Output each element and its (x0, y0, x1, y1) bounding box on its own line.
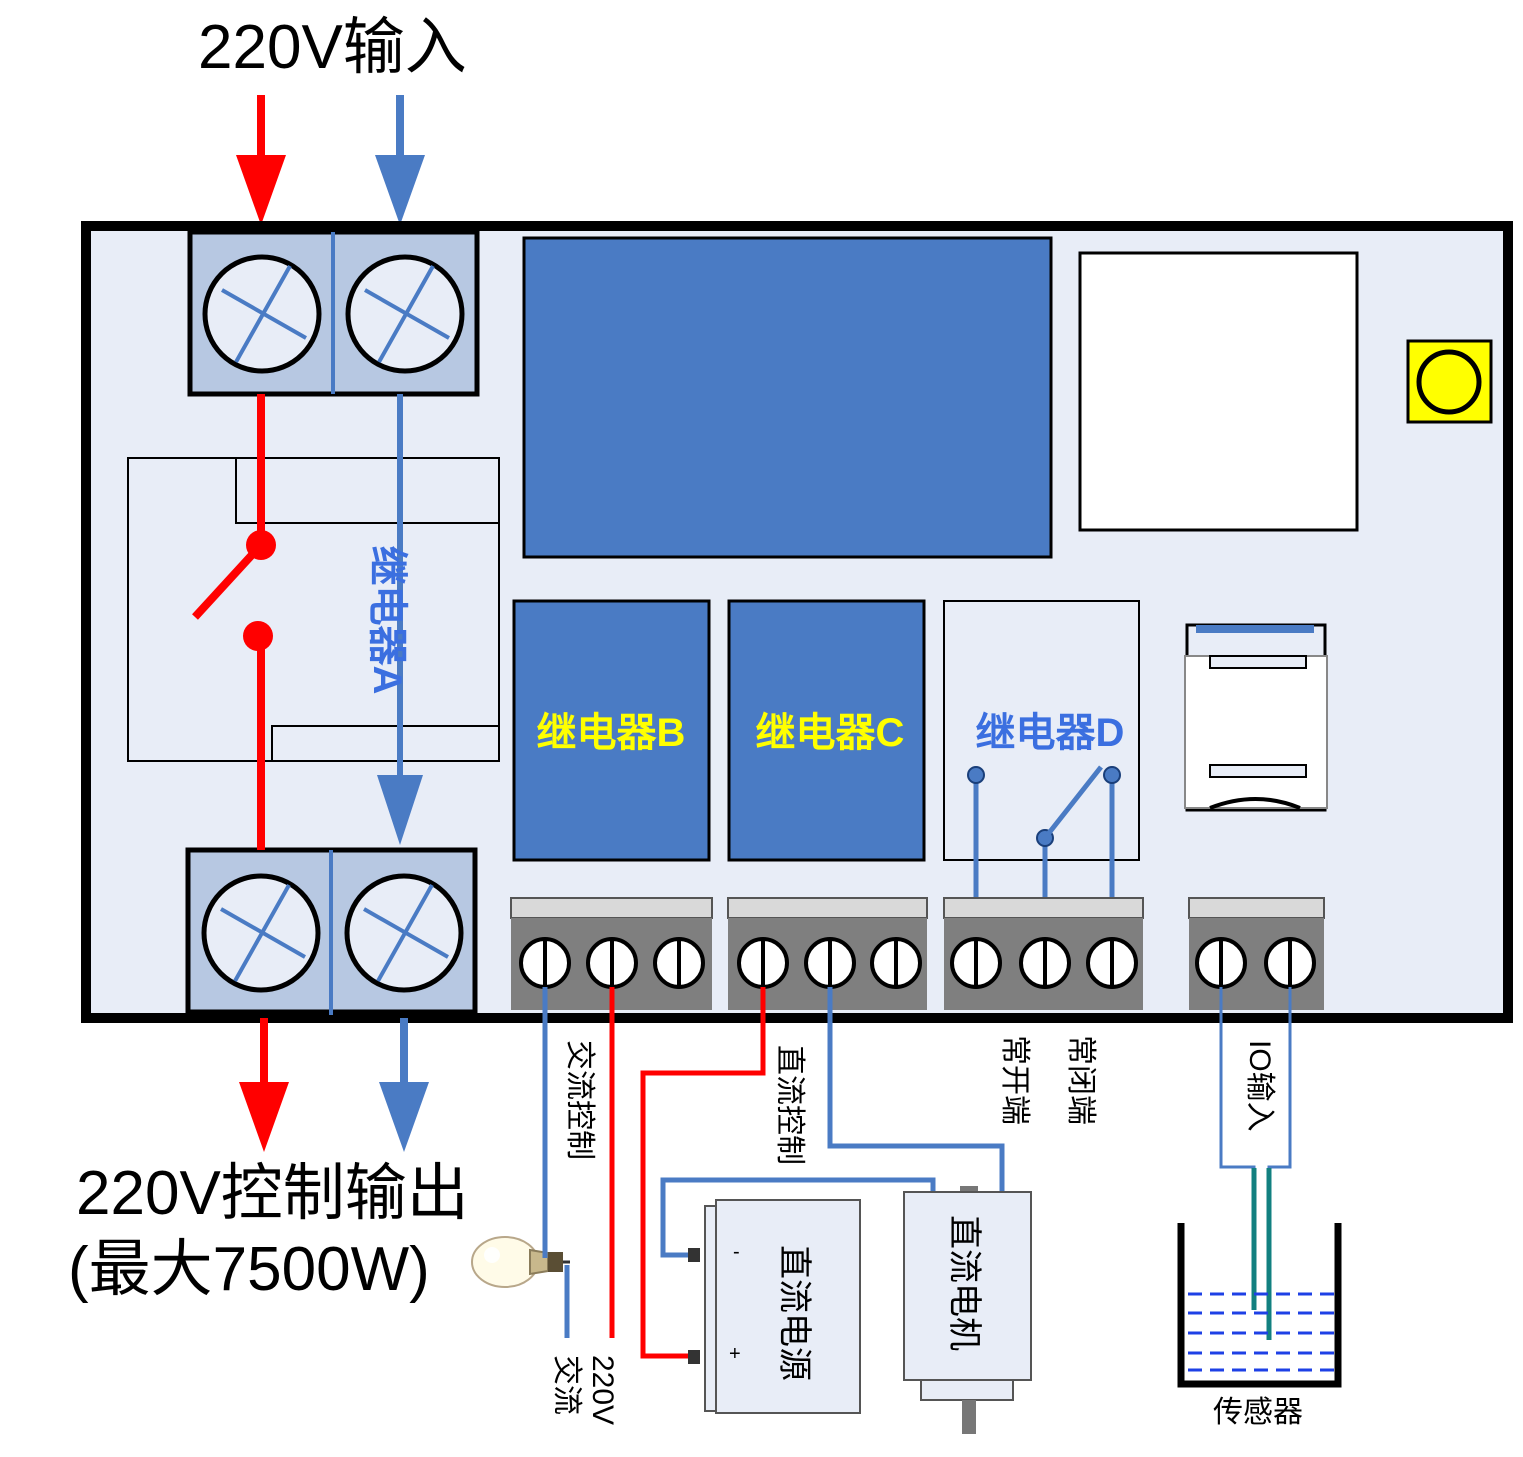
sensor-container (1177, 1223, 1342, 1388)
dc-control-wiring (640, 987, 1005, 1359)
relay-a-neutral-wire (377, 394, 423, 845)
contact-dot (967, 766, 985, 784)
output-terminal-block (185, 847, 478, 1015)
ac-control-wiring (542, 987, 615, 1338)
ac-control-label: 交流控制 (563, 1040, 596, 1160)
dc-motor (903, 1186, 1032, 1434)
relay-c-label: 继电器C (756, 711, 905, 755)
ac-source-line2: 220V (586, 1355, 619, 1425)
input-live-arrow (236, 95, 286, 225)
relay-c-block (727, 599, 926, 862)
dc-power-label: 直流电源 (775, 1245, 813, 1381)
dc-power-plus: + (729, 1343, 741, 1365)
relay-b-block (512, 599, 711, 862)
sd-card-slot (1184, 623, 1328, 812)
terminal-block-relay-d (943, 897, 1144, 1010)
contact-dot (1103, 766, 1121, 784)
io-input-label: IO输入 (1243, 1040, 1276, 1132)
dc-control-label: 直流控制 (773, 1045, 806, 1165)
ac-source-line1: 交流 (550, 1355, 583, 1415)
terminal-block-io (1188, 897, 1325, 1010)
output-label-line2: (最大7500W) (68, 1235, 430, 1304)
dc-motor-label: 直流电机 (945, 1215, 983, 1351)
dc-power-minus: - (733, 1241, 740, 1263)
relay-a-label: 继电器A (365, 546, 409, 695)
input-neutral-arrow (375, 95, 425, 225)
output-neutral-arrow (379, 1018, 429, 1152)
relay-d-label: 继电器D (976, 711, 1125, 755)
white-panel (1078, 251, 1359, 532)
light-bulb-icon (471, 1236, 570, 1288)
input-terminal-block (187, 229, 480, 397)
display-screen (522, 236, 1053, 559)
relay-b-label: 继电器B (537, 711, 686, 755)
yellow-button[interactable] (1406, 339, 1493, 424)
sensor-label: 传感器 (1213, 1396, 1303, 1429)
input-label: 220V输入 (198, 13, 467, 82)
relay-a-live-wire (192, 394, 276, 850)
dc-power-supply (688, 1199, 861, 1414)
normally-open-label: 常开端 (998, 1035, 1031, 1125)
output-live-arrow (239, 1018, 289, 1152)
io-input-wiring (1219, 987, 1292, 1340)
output-label-line1: 220V控制输出 (76, 1159, 469, 1228)
normally-closed-label: 常闭端 (1064, 1035, 1097, 1125)
relay-a-box (127, 457, 500, 762)
